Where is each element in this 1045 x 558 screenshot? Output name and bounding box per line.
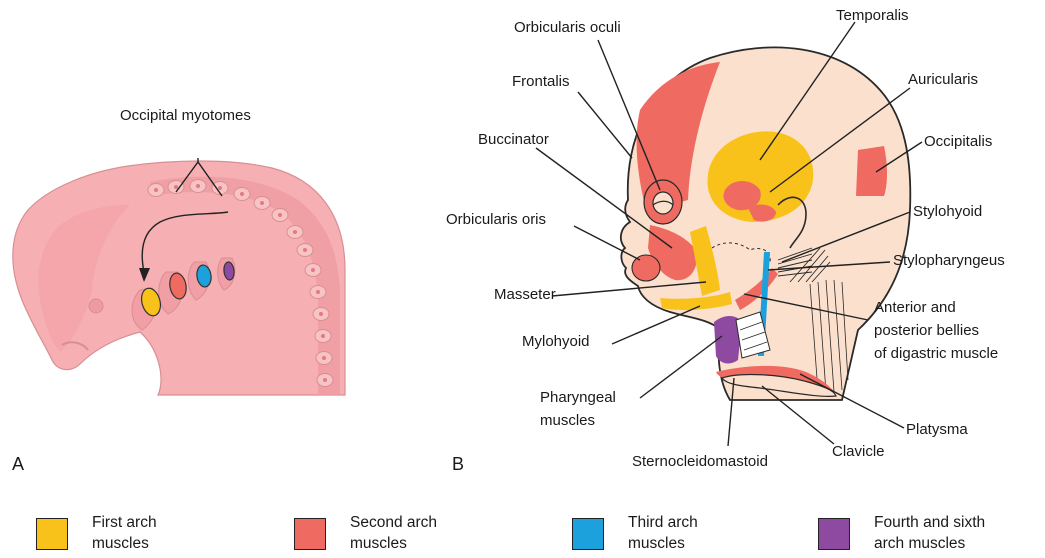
fourth-sixth-arch-swatch: [818, 518, 850, 550]
orbicularis-oris-label: Orbicularis oris: [446, 211, 546, 228]
somite-dot: [260, 201, 264, 205]
second-arch-swatch: [294, 518, 326, 550]
occipital-myotomes-label: Occipital myotomes: [120, 107, 251, 124]
auricularis-label: Auricularis: [908, 71, 978, 88]
somite-dot: [316, 290, 320, 294]
mylohyoid-leader: [612, 306, 700, 344]
legend-item-third-arch: Third arch muscles: [572, 512, 698, 556]
pharyngeal-leader: [640, 336, 722, 398]
somite-dot: [322, 356, 326, 360]
somite-dot: [240, 192, 244, 196]
somite-dot: [293, 230, 297, 234]
digastric-label-line-3: of digastric muscle: [874, 345, 998, 362]
somite-dot: [319, 312, 323, 316]
orbicularis-oris-muscle: [632, 255, 660, 281]
somite-dot: [174, 185, 178, 189]
digastric-label-line-1: Anterior and: [874, 299, 956, 316]
digastric-label-line-2: posterior bellies: [874, 322, 979, 339]
stylopharyngeus-label: Stylopharyngeus: [893, 252, 1005, 269]
occipitalis-muscle: [856, 146, 887, 196]
platysma-label: Platysma: [906, 421, 968, 438]
somite-dot: [323, 378, 327, 382]
pharyngeal-label-line-2: muscles: [540, 412, 595, 429]
mylohyoid-label: Mylohyoid: [522, 333, 590, 350]
embryo-optic-bump: [89, 299, 103, 313]
somite-dot: [303, 248, 307, 252]
somite-dot: [196, 184, 200, 188]
pharyngeal-label-line-1: Pharyngeal: [540, 389, 616, 406]
platysma-leader: [800, 374, 904, 428]
sternocleidomastoid-label: Sternocleidomastoid: [632, 453, 768, 470]
somite-dot: [218, 186, 222, 190]
somite-dot: [154, 188, 158, 192]
somite-dot: [311, 268, 315, 272]
frontalis-label: Frontalis: [512, 73, 570, 90]
buccinator-label: Buccinator: [478, 131, 549, 148]
somite-dot: [321, 334, 325, 338]
legend-item-second-arch: Second arch muscles: [294, 512, 437, 556]
occipitalis-label: Occipitalis: [924, 133, 992, 150]
stylohyoid-label: Stylohyoid: [913, 203, 982, 220]
masseter-label: Masseter: [494, 286, 556, 303]
embryo-illustration: [13, 158, 345, 395]
first-arch-legend-label: First arch muscles: [92, 512, 157, 554]
clavicle-label: Clavicle: [832, 443, 885, 460]
orbicularis-oculi-label: Orbicularis oculi: [514, 19, 621, 36]
head-illustration: [621, 47, 910, 400]
third-arch-swatch: [572, 518, 604, 550]
legend-item-first-arch: First arch muscles: [36, 512, 157, 556]
temporalis-label: Temporalis: [836, 7, 909, 24]
second-arch-legend-label: Second arch muscles: [350, 512, 437, 554]
somite-dot: [278, 213, 282, 217]
first-arch-swatch: [36, 518, 68, 550]
third-arch-legend-label: Third arch muscles: [628, 512, 698, 554]
panel-b-letter: B: [452, 454, 464, 474]
panel-a-letter: A: [12, 454, 24, 474]
legend-item-fourth-sixth-arch: Fourth and sixth arch muscles: [818, 512, 985, 556]
fourth-sixth-arch-legend-label: Fourth and sixth arch muscles: [874, 512, 985, 554]
